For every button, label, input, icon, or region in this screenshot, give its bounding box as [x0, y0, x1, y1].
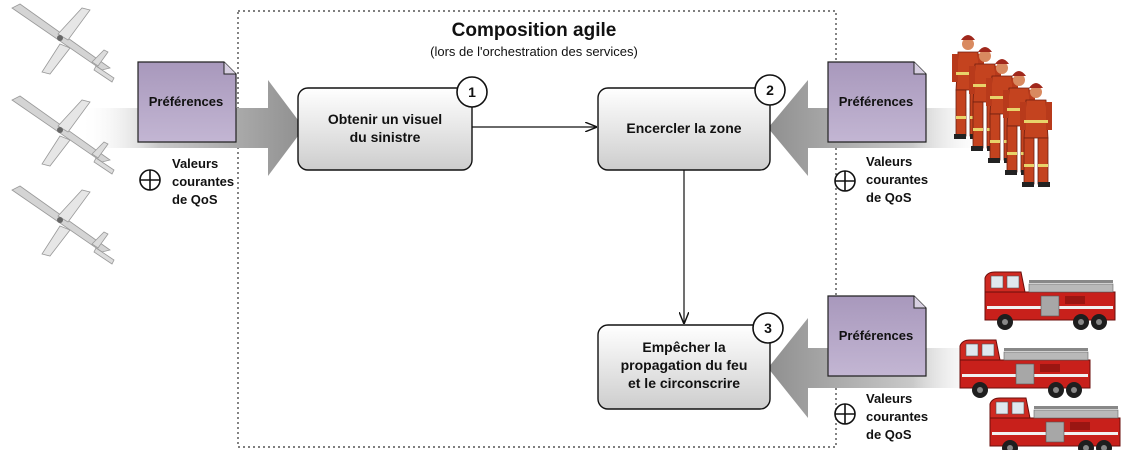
qos-line: Valeurs [866, 154, 912, 169]
preferences-document: Préférences [827, 295, 927, 377]
qos-line: courantes [172, 174, 234, 189]
service-box-3: Empêcher la propagation du feu et le cir… [597, 312, 784, 410]
qos-line: Valeurs [866, 391, 912, 406]
service-box-2: Encercler la zone 2 [597, 74, 786, 171]
drone-icon [11, 185, 115, 265]
composition-boundary [237, 10, 837, 448]
qos-block: Valeurs courantes de QoS [834, 154, 928, 205]
step-number: 2 [766, 82, 774, 98]
preferences-label: Préférences [839, 94, 913, 109]
service-box-1: Obtenir un visuel du sinistre 1 [297, 76, 488, 171]
fire-truck-icon [989, 397, 1121, 450]
preferences-document: Préférences [827, 61, 927, 143]
step-number-badge [456, 76, 488, 108]
qos-block: Valeurs courantes de QoS [139, 156, 234, 207]
step-number-badge [754, 74, 786, 106]
step-number: 1 [468, 84, 476, 100]
composition-title: Composition agile [452, 20, 617, 41]
fire-truck-icon [959, 339, 1091, 399]
qos-line: de QoS [172, 192, 218, 207]
service-label: Empêcher la [642, 339, 725, 355]
service-label: du sinistre [350, 129, 421, 145]
plus-circle-icon [139, 169, 161, 191]
qos-line: courantes [866, 172, 928, 187]
preferences-label: Préférences [839, 328, 913, 343]
plus-circle-icon [834, 403, 856, 425]
qos-line: de QoS [866, 190, 912, 205]
preferences-document: Préférences [137, 61, 237, 143]
step-number-badge [752, 312, 784, 344]
service-label: propagation du feu [621, 357, 748, 373]
composition-subtitle: (lors de l'orchestration des services) [430, 44, 638, 59]
fire-truck-icon [984, 271, 1116, 331]
step-number: 3 [764, 320, 772, 336]
preferences-label: Préférences [149, 94, 223, 109]
qos-line: Valeurs [172, 156, 218, 171]
drone-icon [11, 3, 115, 83]
qos-line: courantes [866, 409, 928, 424]
service-label: Obtenir un visuel [328, 111, 442, 127]
qos-line: de QoS [866, 427, 912, 442]
plus-circle-icon [834, 170, 856, 192]
service-label: Encercler la zone [626, 120, 741, 136]
qos-block: Valeurs courantes de QoS [834, 391, 928, 442]
service-label: et le circonscrire [628, 375, 740, 391]
